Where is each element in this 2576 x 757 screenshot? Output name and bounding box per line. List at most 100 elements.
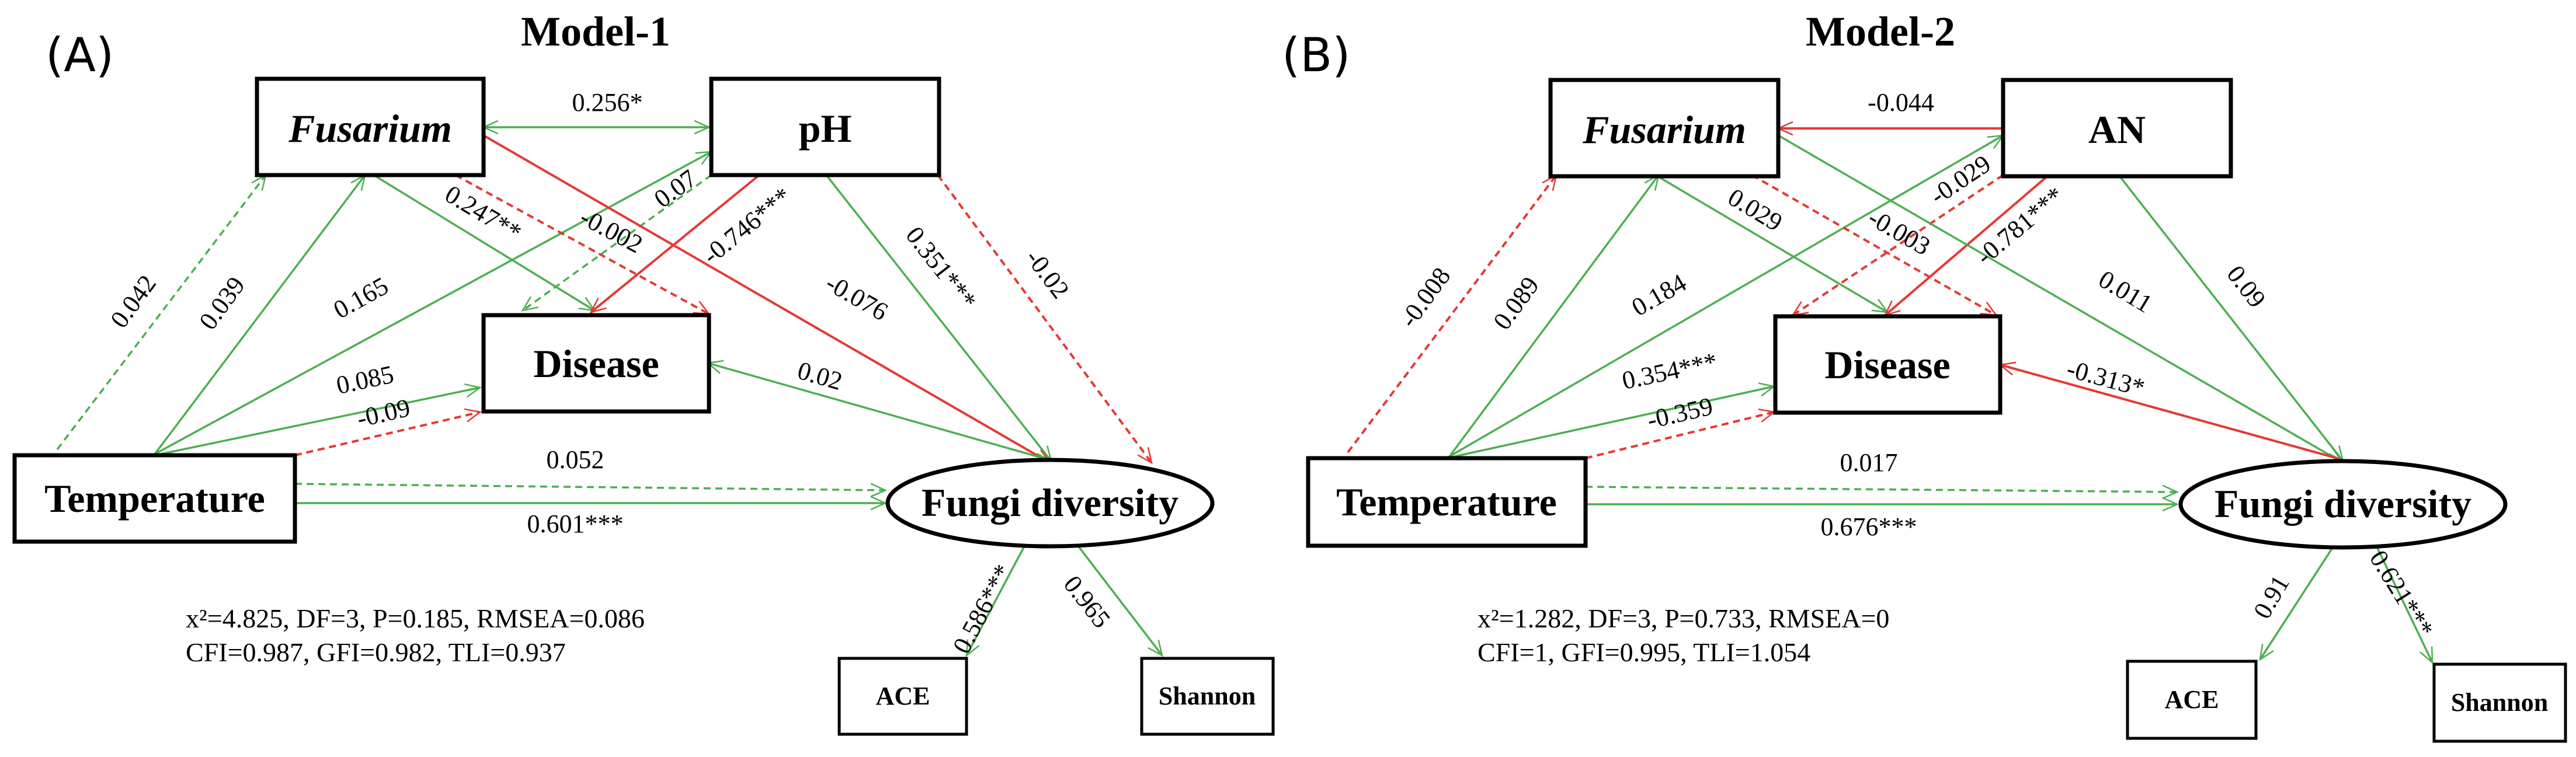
path-b-an-fungi: [2118, 174, 2343, 461]
panel-b-title: Model-2: [1806, 8, 1955, 55]
path-a-ph-disease: [591, 174, 760, 312]
panel-b-fit-stats-line1: x²=1.282, DF=3, P=0.733, RMSEA=0: [1478, 603, 1889, 633]
path-a-fusarium-fungi: [482, 134, 1050, 464]
coef-a-fungi-shannon: 0.965: [1058, 570, 1117, 633]
node-b-fusarium: Fusarium: [1548, 78, 1781, 179]
panel-b-label: (B): [1282, 28, 1350, 82]
panel-a-nodes: Fusarium pH Disease Temperature Fungi di…: [12, 76, 1275, 736]
node-b-ace: ACE: [2126, 660, 2258, 740]
panel-a-fit-stats-line1: x²=4.825, DF=3, P=0.185, RMSEA=0.086: [186, 603, 645, 633]
node-a-shannon: Shannon: [1140, 657, 1275, 736]
node-b-an: AN: [2001, 78, 2233, 179]
path-a-fusarium-disease-neg: [455, 174, 709, 315]
coef-a-temp-fungi: 0.601***: [527, 510, 624, 538]
path-b-temp-fusarium-pos: [1448, 175, 1659, 458]
node-b-disease: Disease: [1773, 314, 2003, 415]
path-a-fungi-shannon: [1076, 544, 1162, 655]
coef-b-temp-fungi-dashed: 0.017: [1840, 448, 1898, 477]
coef-a-temp-fungi-dashed: 0.052: [547, 445, 604, 474]
panel-a: (A) Model-1 0.256* 0.042: [12, 8, 1275, 736]
path-b-fusarium-fungi: [1778, 134, 2343, 463]
coef-a-temp-disease: 0.085: [333, 360, 396, 400]
node-b-shannon-label: Shannon: [2451, 688, 2548, 717]
node-b-an-label: AN: [2088, 107, 2146, 152]
coef-a-fusarium-disease-neg: -0.002: [575, 203, 647, 259]
coef-a-temp-fusarium: 0.039: [193, 271, 251, 335]
path-b-an-disease-dashed: [1793, 174, 2004, 315]
path-b-fungi-ace: [2260, 546, 2334, 660]
coef-b-temp-disease: 0.354***: [1619, 347, 1720, 395]
coef-b-fusarium-fungi: 0.011: [2094, 264, 2157, 318]
coef-a-ph-fungi-dashed: -0.02: [1020, 244, 1075, 304]
coef-a-fusarium-ph: 0.256*: [572, 88, 643, 117]
coef-a-ph-disease: -0.746***: [697, 182, 797, 270]
coef-b-an-disease: -0.781***: [1970, 181, 2069, 270]
path-a-fungi-disease: [708, 363, 1046, 460]
node-a-disease-label: Disease: [533, 341, 659, 386]
path-a-fusarium-disease: [373, 174, 595, 311]
coef-a-temp-disease-neg: -0.09: [354, 393, 413, 433]
node-a-ph-label: pH: [799, 106, 852, 151]
panel-a-paths: [56, 127, 1162, 655]
path-a-ph-disease-dashed: [523, 174, 712, 311]
node-a-ph: pH: [709, 76, 941, 177]
node-a-fusarium: Fusarium: [255, 76, 486, 177]
coef-b-temp-fungi: 0.676***: [1821, 512, 1917, 541]
path-b-temp-fungi-dashed: [1585, 487, 2177, 492]
node-b-shannon: Shannon: [2432, 662, 2567, 743]
coef-b-an-fungi: 0.09: [2221, 260, 2271, 313]
panel-b: (B) Model-2 -0.044 -0.008 0.089: [1282, 8, 2567, 743]
path-a-ph-fungi: [825, 174, 1051, 461]
coef-b-an-disease-dashed: -0.029: [1925, 149, 1996, 210]
coef-a-fungi-ace: 0.586***: [947, 560, 1018, 658]
node-a-temperature-label: Temperature: [44, 476, 265, 521]
node-a-disease: Disease: [481, 313, 711, 414]
path-a-temp-fusarium: [154, 175, 365, 455]
path-a-temp-fungi-dashed: [294, 483, 885, 490]
path-a-temp-disease-neg: [294, 412, 480, 456]
coef-a-fusarium-fungi: -0.076: [821, 268, 893, 326]
panel-a-title: Model-1: [521, 8, 670, 55]
node-b-disease-label: Disease: [1824, 343, 1950, 387]
node-b-fungi-diversity: Fungi diversity: [2178, 459, 2508, 550]
path-b-fusarium-disease: [1655, 174, 1887, 312]
node-a-temperature: Temperature: [12, 453, 297, 544]
node-b-ace-label: ACE: [2165, 685, 2219, 714]
node-b-fungi-diversity-label: Fungi diversity: [2215, 482, 2471, 526]
node-a-fungi-diversity: Fungi diversity: [885, 458, 1215, 549]
coef-b-an-fusarium: -0.044: [1868, 88, 1934, 117]
coef-a-temp-ph: 0.165: [329, 271, 393, 325]
path-b-fungi-shannon: [2376, 546, 2434, 662]
node-a-shannon-label: Shannon: [1159, 682, 1256, 710]
path-a-temp-disease: [154, 388, 480, 456]
panel-a-fit-stats-line2: CFI=0.987, GFI=0.982, TLI=0.937: [186, 637, 566, 667]
coef-b-fusarium-disease-neg: -0.003: [1864, 203, 1935, 261]
path-a-temp-ph: [154, 151, 711, 455]
node-b-temperature: Temperature: [1306, 456, 1588, 548]
coef-b-temp-fusarium-pos: 0.089: [1487, 271, 1545, 335]
path-b-temp-disease: [1449, 386, 1774, 459]
node-a-fusarium-label: Fusarium: [288, 106, 452, 151]
node-a-ace: ACE: [837, 657, 968, 736]
coef-b-fungi-shannon: 0.621***: [2364, 545, 2439, 642]
panel-b-paths: [1347, 128, 2434, 662]
node-b-temperature-label: Temperature: [1336, 480, 1557, 524]
node-a-fungi-diversity-label: Fungi diversity: [922, 480, 1179, 525]
coef-a-ph-disease-dashed: 0.07: [649, 164, 702, 214]
panel-a-label: (A): [46, 28, 114, 82]
path-b-fusarium-disease-neg: [1751, 174, 1996, 316]
path-a-fungi-ace: [965, 545, 1026, 655]
path-b-temp-disease-neg: [1585, 412, 1774, 459]
panel-b-nodes: Fusarium AN Disease Temperature Fungi di…: [1306, 78, 2567, 743]
coef-a-fusarium-disease: 0.247**: [440, 180, 527, 247]
node-a-ace-label: ACE: [876, 682, 930, 710]
node-b-fusarium-label: Fusarium: [1582, 107, 1746, 152]
path-b-temp-an: [1449, 135, 2003, 458]
coef-b-temp-an: 0.184: [1627, 268, 1691, 322]
coef-a-ph-fungi: 0.351***: [900, 221, 982, 315]
panel-b-fit-stats-line2: CFI=1, GFI=0.995, TLI=1.054: [1478, 637, 1810, 667]
path-a-ph-fungi-dashed: [937, 174, 1152, 463]
path-a-temp-fusarium-dashed: [56, 175, 266, 451]
